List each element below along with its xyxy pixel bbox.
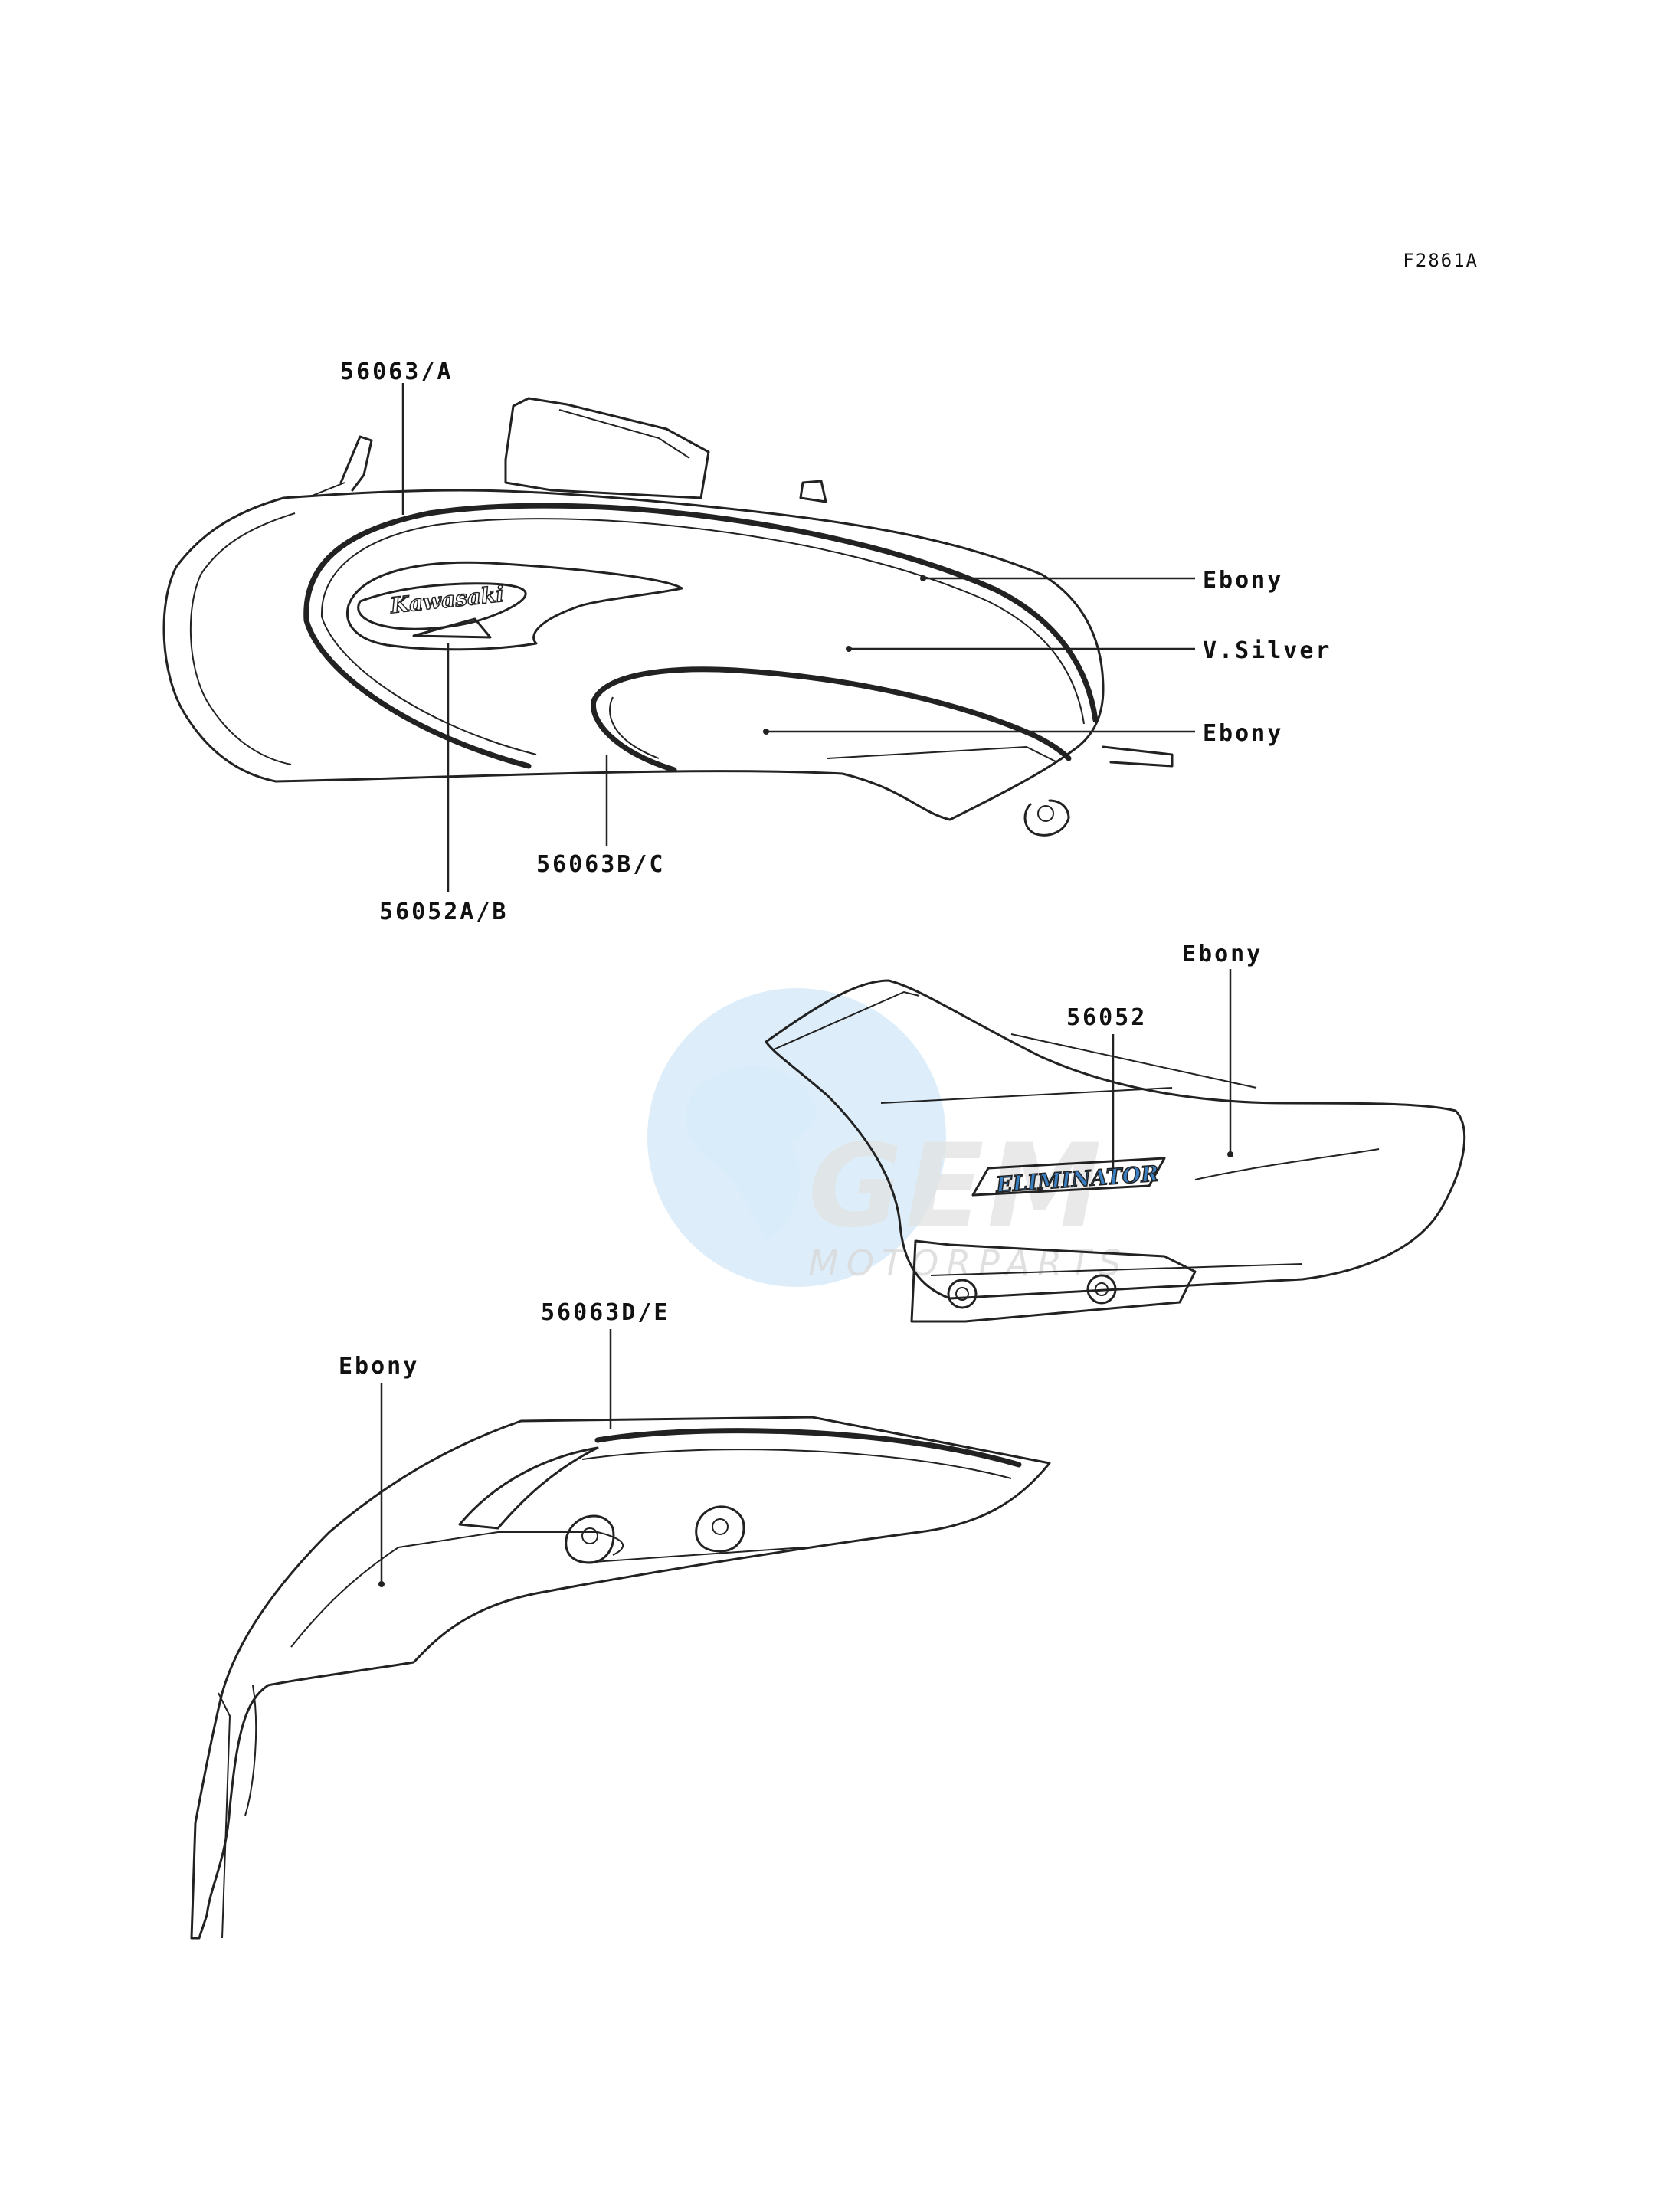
color-label-tank-middle: V.Silver	[1203, 637, 1332, 664]
globe-icon	[647, 988, 946, 1287]
callout-56063b-c: 56063B/C	[536, 851, 666, 878]
watermark-brand: GEM	[808, 1120, 1105, 1253]
watermark-sub: MOTORPARTS	[808, 1243, 1128, 1284]
side-cover: ELIMINATOR	[765, 979, 1466, 1323]
figure-code: F2861A	[1403, 250, 1479, 271]
color-label-tank-lower: Ebony	[1203, 720, 1283, 747]
callout-labels: 56063/A Ebony V.Silver Ebony 56063B/C 56…	[339, 359, 1332, 1380]
callout-56052a-b: 56052A/B	[379, 899, 509, 925]
color-label-rear-fender: Ebony	[339, 1353, 419, 1380]
color-label-tank-upper: Ebony	[1203, 567, 1283, 594]
callout-56063-a: 56063/A	[340, 359, 453, 385]
callout-56063d-e: 56063D/E	[541, 1299, 670, 1326]
kawasaki-logo: Kawasaki	[388, 581, 505, 618]
watermark: GEM MOTORPARTS	[647, 988, 1128, 1287]
color-label-side-cover: Ebony	[1182, 941, 1262, 968]
rear-fender	[190, 1416, 1051, 1940]
callout-56052: 56052	[1066, 1004, 1147, 1031]
fuel-tank: Kawasaki	[162, 397, 1174, 837]
leader-lines	[378, 383, 1233, 1587]
